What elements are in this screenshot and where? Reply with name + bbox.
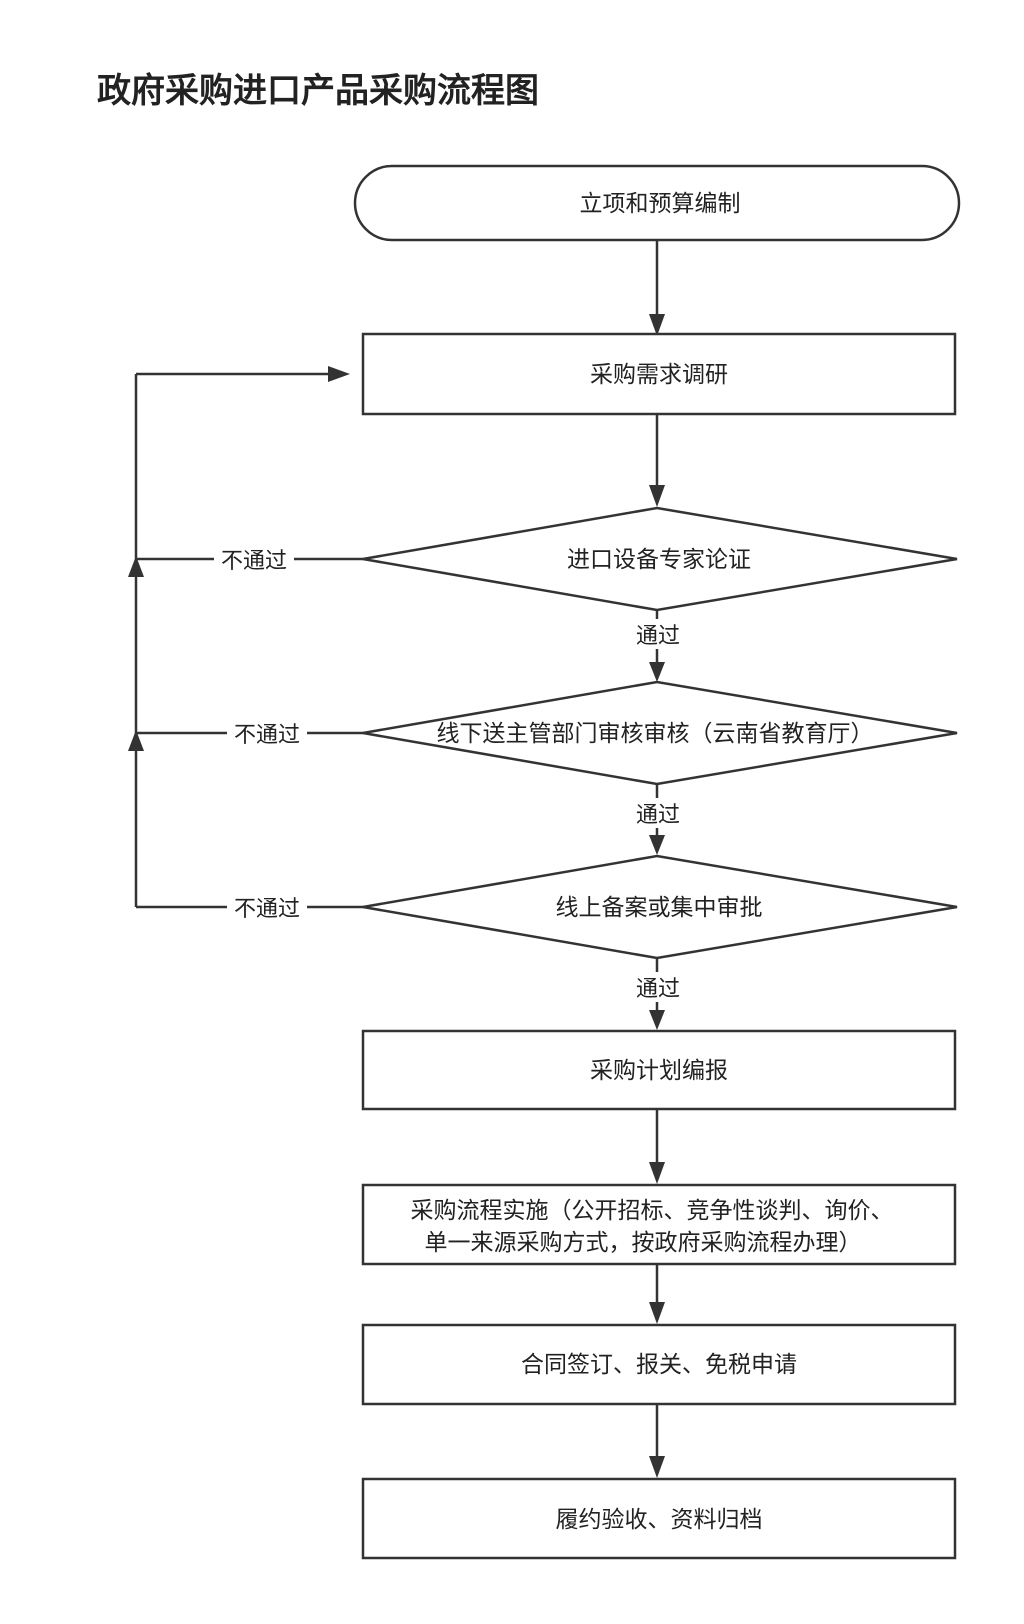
process-implement — [361, 1183, 957, 1266]
arrowhead-icon — [128, 556, 144, 577]
fail-label: 不通过 — [221, 549, 287, 574]
process-implement-label-line1: 采购流程实施（公开招标、竞争性谈判、询价、 — [411, 1198, 894, 1224]
fail-label: 不通过 — [234, 897, 300, 922]
decision-expert-review-label: 进口设备专家论证 — [567, 547, 751, 573]
process-acceptance — [361, 1477, 957, 1560]
arrowhead-icon — [649, 1010, 665, 1030]
arrowhead-icon — [649, 662, 665, 682]
pass-label: 通过 — [636, 624, 680, 649]
process-contract — [361, 1323, 957, 1406]
process-plan — [361, 1029, 957, 1111]
decision-filing-label: 线上备案或集中审批 — [556, 895, 763, 921]
pass-label: 通过 — [636, 803, 680, 828]
pass-label: 通过 — [636, 977, 680, 1002]
start-node — [353, 164, 961, 242]
arrowhead-icon — [128, 730, 144, 751]
arrowhead-icon — [649, 1162, 665, 1184]
process-research — [361, 332, 957, 416]
decision-filing — [362, 854, 958, 960]
process-research-label: 采购需求调研 — [590, 362, 728, 388]
process-plan-label: 采购计划编报 — [590, 1058, 728, 1084]
decision-dept-review — [362, 680, 958, 786]
arrowhead-icon — [649, 314, 665, 336]
decision-expert-review — [362, 506, 958, 612]
process-contract-label: 合同签订、报关、免税申请 — [521, 1352, 797, 1378]
page-title: 政府采购进口产品采购流程图 — [97, 71, 539, 111]
arrowhead-icon — [649, 1456, 665, 1478]
fail-label-bg — [227, 719, 307, 749]
arrowhead-icon — [649, 835, 665, 855]
decision-dept-review-label: 线下送主管部门审核审核（云南省教育厅） — [437, 721, 874, 747]
arrowhead-icon — [649, 485, 665, 507]
pass-label-bg — [632, 972, 684, 1002]
pass-label-bg — [632, 619, 684, 649]
fail-label-bg — [227, 893, 307, 923]
arrowhead-icon — [649, 1302, 665, 1324]
arrowhead-icon — [328, 366, 350, 382]
fail-label-bg — [214, 545, 294, 575]
process-implement-label-line2: 单一来源采购方式，按政府采购流程办理） — [425, 1230, 862, 1256]
process-acceptance-label: 履约验收、资料归档 — [556, 1507, 763, 1533]
fail-label: 不通过 — [234, 723, 300, 748]
start-node-label: 立项和预算编制 — [580, 191, 741, 217]
pass-label-bg — [632, 798, 684, 828]
